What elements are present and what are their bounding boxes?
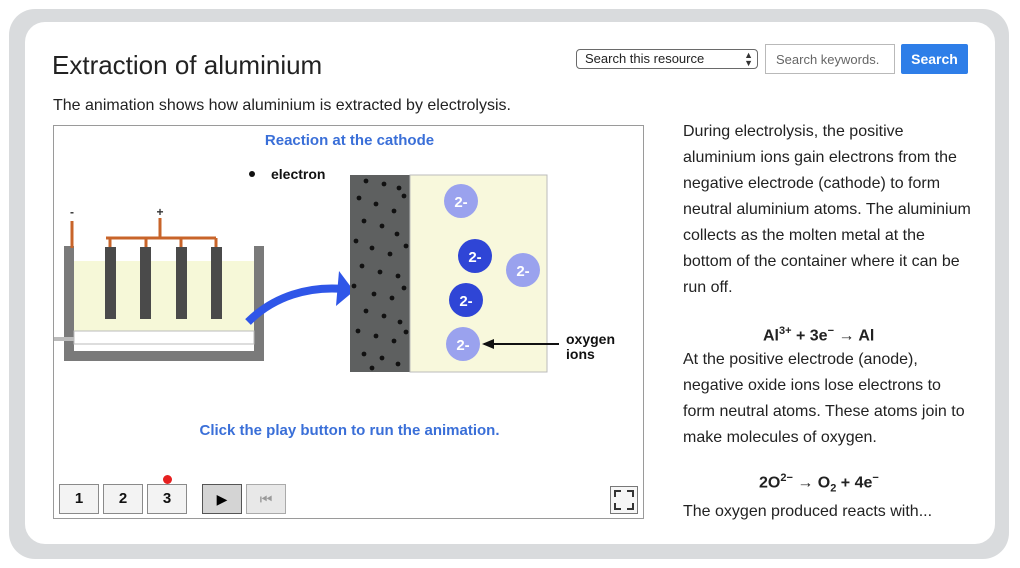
search-scope-select[interactable]: Search this resource ▲▼ — [576, 49, 758, 69]
electron-dot — [361, 351, 367, 357]
step-2-button[interactable]: 2 — [103, 484, 143, 514]
electron-dot — [356, 195, 362, 201]
electron-dot — [361, 218, 367, 224]
play-icon: ▶ — [216, 491, 228, 507]
electron-dot — [397, 319, 403, 325]
electron-dot — [387, 251, 393, 257]
select-arrows-icon: ▲▼ — [744, 50, 753, 68]
electron-dot — [401, 193, 407, 199]
electron-dot — [377, 269, 383, 275]
step-1-button[interactable]: 1 — [59, 484, 99, 514]
cathode-equation: Al3+ + 3e− → Al — [763, 325, 875, 345]
electron-dot — [379, 223, 385, 229]
fullscreen-icon — [614, 490, 634, 510]
explanation-panel-2: At the positive electrode (anode), negat… — [683, 347, 973, 451]
explanation-panel-3: The oxygen produced reacts with... — [683, 499, 973, 525]
electron-dot — [369, 365, 375, 371]
electron-dot — [373, 201, 379, 207]
explanation-para-1: During electrolysis, the positive alumin… — [683, 123, 971, 296]
electron-dot — [381, 181, 387, 187]
electron-dot — [363, 178, 369, 184]
oxygen-label-line1: oxygen — [566, 331, 616, 347]
intro-text: The animation shows how aluminium is ext… — [53, 97, 511, 114]
explanation-panel: During electrolysis, the positive alumin… — [683, 119, 973, 301]
play-button[interactable]: ▶ — [202, 484, 242, 514]
minus-sign: - — [70, 205, 74, 219]
electron-legend-dot — [249, 171, 255, 177]
electron-dot — [395, 273, 401, 279]
anode-equation: 2O2− → O2 + 4e− — [759, 472, 879, 495]
search-button[interactable]: Search — [901, 44, 968, 74]
electron-dot — [373, 333, 379, 339]
electron-dot — [379, 355, 385, 361]
skip-to-start-icon: ⏮ — [259, 491, 273, 507]
electron-dot — [401, 285, 407, 291]
zoom-arrow-head — [336, 271, 354, 306]
electrons — [351, 178, 409, 371]
play-prompt: Click the play button to run the animati… — [199, 422, 500, 439]
oxide-ion — [444, 184, 478, 218]
electrolysis-diagram: - + 2- 2- 2- 2- 2- — [54, 171, 559, 373]
ion-charge-label: 2- — [456, 337, 469, 354]
electrolyte — [74, 261, 254, 331]
animation-title: Reaction at the cathode — [264, 132, 435, 149]
electron-dot — [395, 361, 401, 367]
animation-panel: - + 2- 2- 2- 2- 2- Reaction at the catho… — [53, 125, 644, 519]
oxygen-label-line2: ions — [566, 346, 595, 362]
step-3-button[interactable]: 3 — [147, 484, 187, 514]
ion-charge-label: 2- — [459, 293, 472, 310]
electron-dot — [403, 329, 409, 335]
electron-dot — [396, 185, 402, 191]
search-scope-value: Search this resource — [585, 51, 705, 66]
tap-pipe — [54, 337, 74, 341]
anode-rod — [176, 247, 187, 319]
ion-charge-label: 2- — [468, 249, 481, 266]
rewind-button[interactable]: ⏮ — [246, 484, 286, 514]
plus-sign: + — [156, 205, 163, 219]
electron-dot — [403, 243, 409, 249]
electron-dot — [389, 295, 395, 301]
electron-dot — [359, 263, 365, 269]
oxide-ion — [506, 253, 540, 287]
oxygen-ions-label: oxygen ions — [566, 332, 615, 362]
oxide-ion — [446, 327, 480, 361]
search-input[interactable] — [765, 44, 895, 74]
zoom-arrow — [245, 284, 345, 325]
explanation-para-2: At the positive electrode (anode), negat… — [683, 351, 965, 446]
ion-charge-label: 2- — [516, 263, 529, 280]
explanation-para-3: The oxygen produced reacts with... — [683, 503, 933, 520]
electron-dot — [363, 308, 369, 314]
electron-dot — [369, 245, 375, 251]
fullscreen-button[interactable] — [610, 486, 638, 514]
electron-dot — [394, 231, 400, 237]
page-title: Extraction of aluminium — [52, 50, 323, 80]
electron-dot — [371, 291, 377, 297]
molten-aluminium — [73, 330, 255, 345]
electron-dot — [351, 283, 357, 289]
anode-rod — [211, 247, 222, 319]
electron-dot — [391, 338, 397, 344]
current-step-indicator — [163, 475, 172, 484]
pointer-head — [482, 339, 494, 349]
electron-dot — [353, 238, 359, 244]
oxide-ion — [458, 239, 492, 273]
anode-rod — [105, 247, 116, 319]
electron-dot — [355, 328, 361, 334]
oxide-ion — [449, 283, 483, 317]
anode-rod — [140, 247, 151, 319]
electron-label: electron — [271, 166, 326, 182]
electron-dot — [391, 208, 397, 214]
electron-dot — [381, 313, 387, 319]
ion-charge-label: 2- — [454, 194, 467, 211]
